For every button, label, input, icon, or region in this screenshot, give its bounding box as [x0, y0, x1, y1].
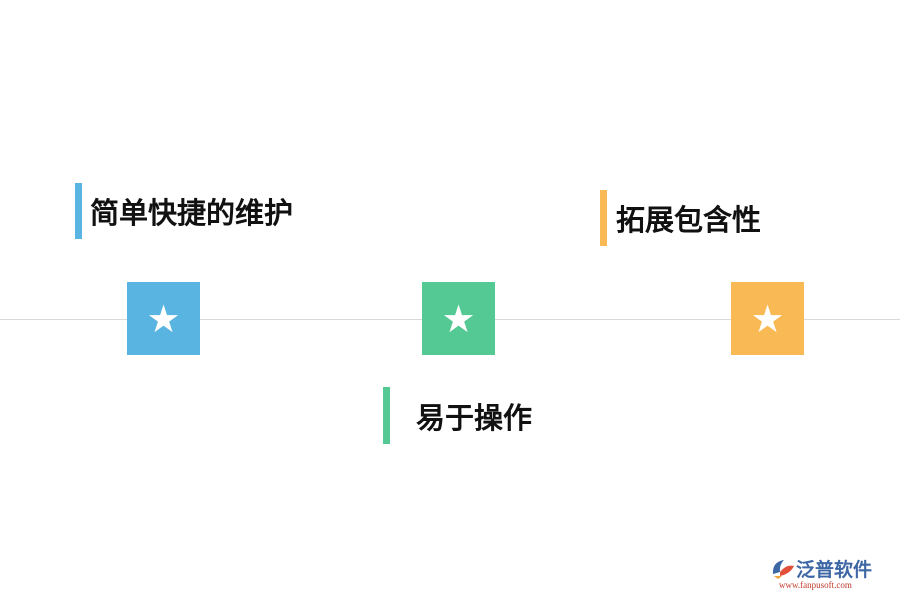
brand-url: www.fanpusoft.com [779, 580, 852, 590]
brand-logo: 泛普软件 www.fanpusoft.com [770, 556, 892, 596]
star-icon: ★ [146, 296, 181, 341]
feature-label-maintenance: 简单快捷的维护 [75, 183, 293, 239]
star-icon: ★ [441, 296, 476, 341]
accent-bar [600, 190, 607, 246]
accent-bar [75, 183, 82, 239]
feature-marker-1: ★ [127, 282, 200, 355]
feature-marker-3: ★ [731, 282, 804, 355]
feature-label-text: 易于操作 [416, 400, 533, 435]
feature-label-usability: 易于操作 [383, 387, 532, 444]
brand-name: 泛普软件 [796, 559, 873, 581]
star-icon: ★ [750, 296, 785, 341]
feature-label-text: 简单快捷的维护 [90, 196, 294, 230]
brand-logo-icon [772, 560, 794, 579]
feature-label-text: 拓展包含性 [616, 203, 762, 237]
feature-label-extensibility: 拓展包含性 [600, 190, 761, 246]
accent-bar [383, 387, 390, 444]
feature-marker-2: ★ [422, 282, 495, 355]
